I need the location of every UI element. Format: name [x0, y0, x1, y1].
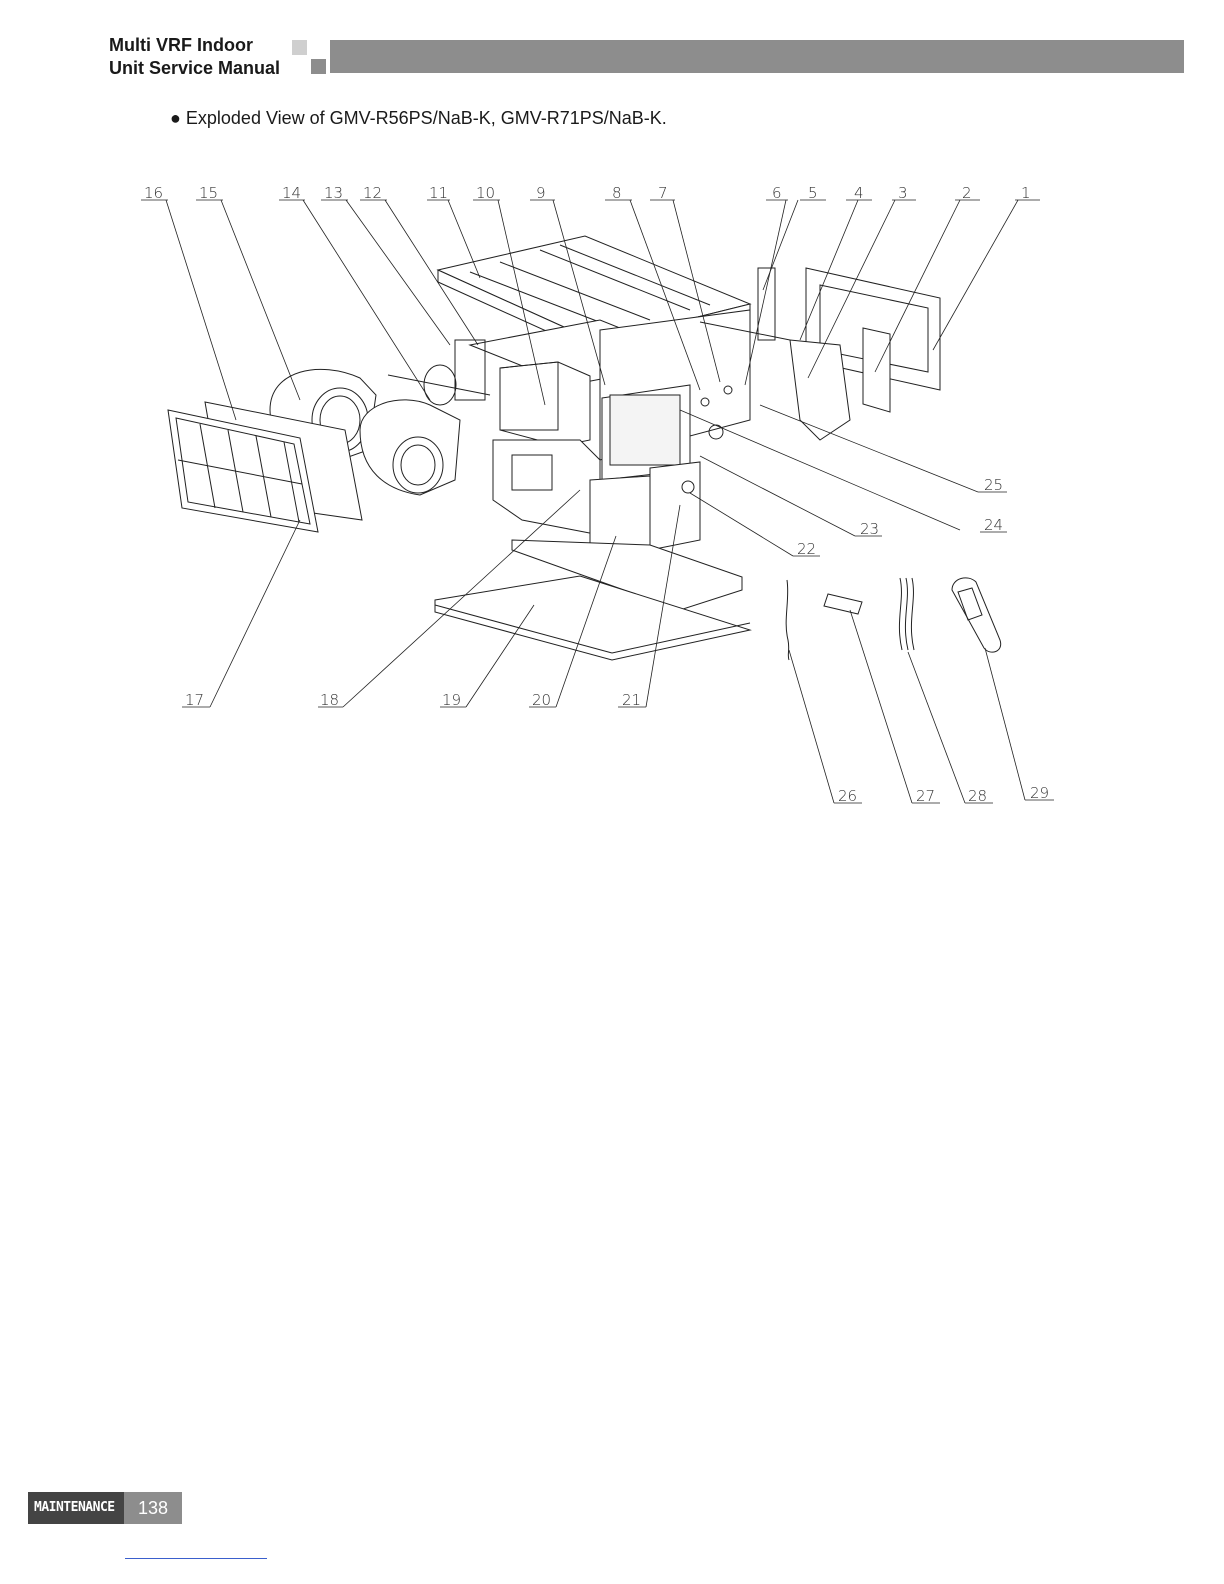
- part-label-7: 7: [658, 184, 668, 202]
- part-label-29: 29: [1030, 784, 1049, 802]
- part-label-14: 14: [282, 184, 301, 202]
- part-label-6: 6: [772, 184, 782, 202]
- part-label-23: 23: [860, 520, 879, 538]
- page-number: 138: [124, 1492, 182, 1524]
- part-label-25: 25: [984, 476, 1003, 494]
- part-label-2: 2: [962, 184, 972, 202]
- part-label-1: 1: [1021, 184, 1031, 202]
- part-label-4: 4: [854, 184, 864, 202]
- part-label-24: 24: [984, 516, 1003, 534]
- part-label-5: 5: [808, 184, 818, 202]
- part-label-17: 17: [185, 691, 204, 709]
- accessories-drawing: [786, 578, 1001, 660]
- part-label-15: 15: [199, 184, 218, 202]
- footer-tab: MAINTENANCE 138: [28, 1492, 182, 1524]
- part-label-26: 26: [838, 787, 857, 805]
- part-label-9: 9: [536, 184, 546, 202]
- exploded-view-diagram: 16 15 14 13 12 11 10 9 8 7 6 5 4 3 2 1 2…: [0, 0, 1224, 840]
- footer-link-line: [125, 1558, 267, 1559]
- part-label-10: 10: [476, 184, 495, 202]
- casing-drawing: [470, 310, 750, 560]
- part-label-18: 18: [320, 691, 339, 709]
- part-label-20: 20: [532, 691, 551, 709]
- part-label-11: 11: [429, 184, 448, 202]
- part-label-3: 3: [898, 184, 908, 202]
- part-label-16: 16: [144, 184, 163, 202]
- section-label: MAINTENANCE: [28, 1492, 124, 1524]
- part-label-22: 22: [797, 540, 816, 558]
- part-label-13: 13: [324, 184, 343, 202]
- part-label-19: 19: [442, 691, 461, 709]
- part-label-28: 28: [968, 787, 987, 805]
- base-frame-drawing: [435, 540, 750, 660]
- part-label-27: 27: [916, 787, 935, 805]
- part-label-12: 12: [363, 184, 382, 202]
- part-label-8: 8: [612, 184, 622, 202]
- part-label-21: 21: [622, 691, 641, 709]
